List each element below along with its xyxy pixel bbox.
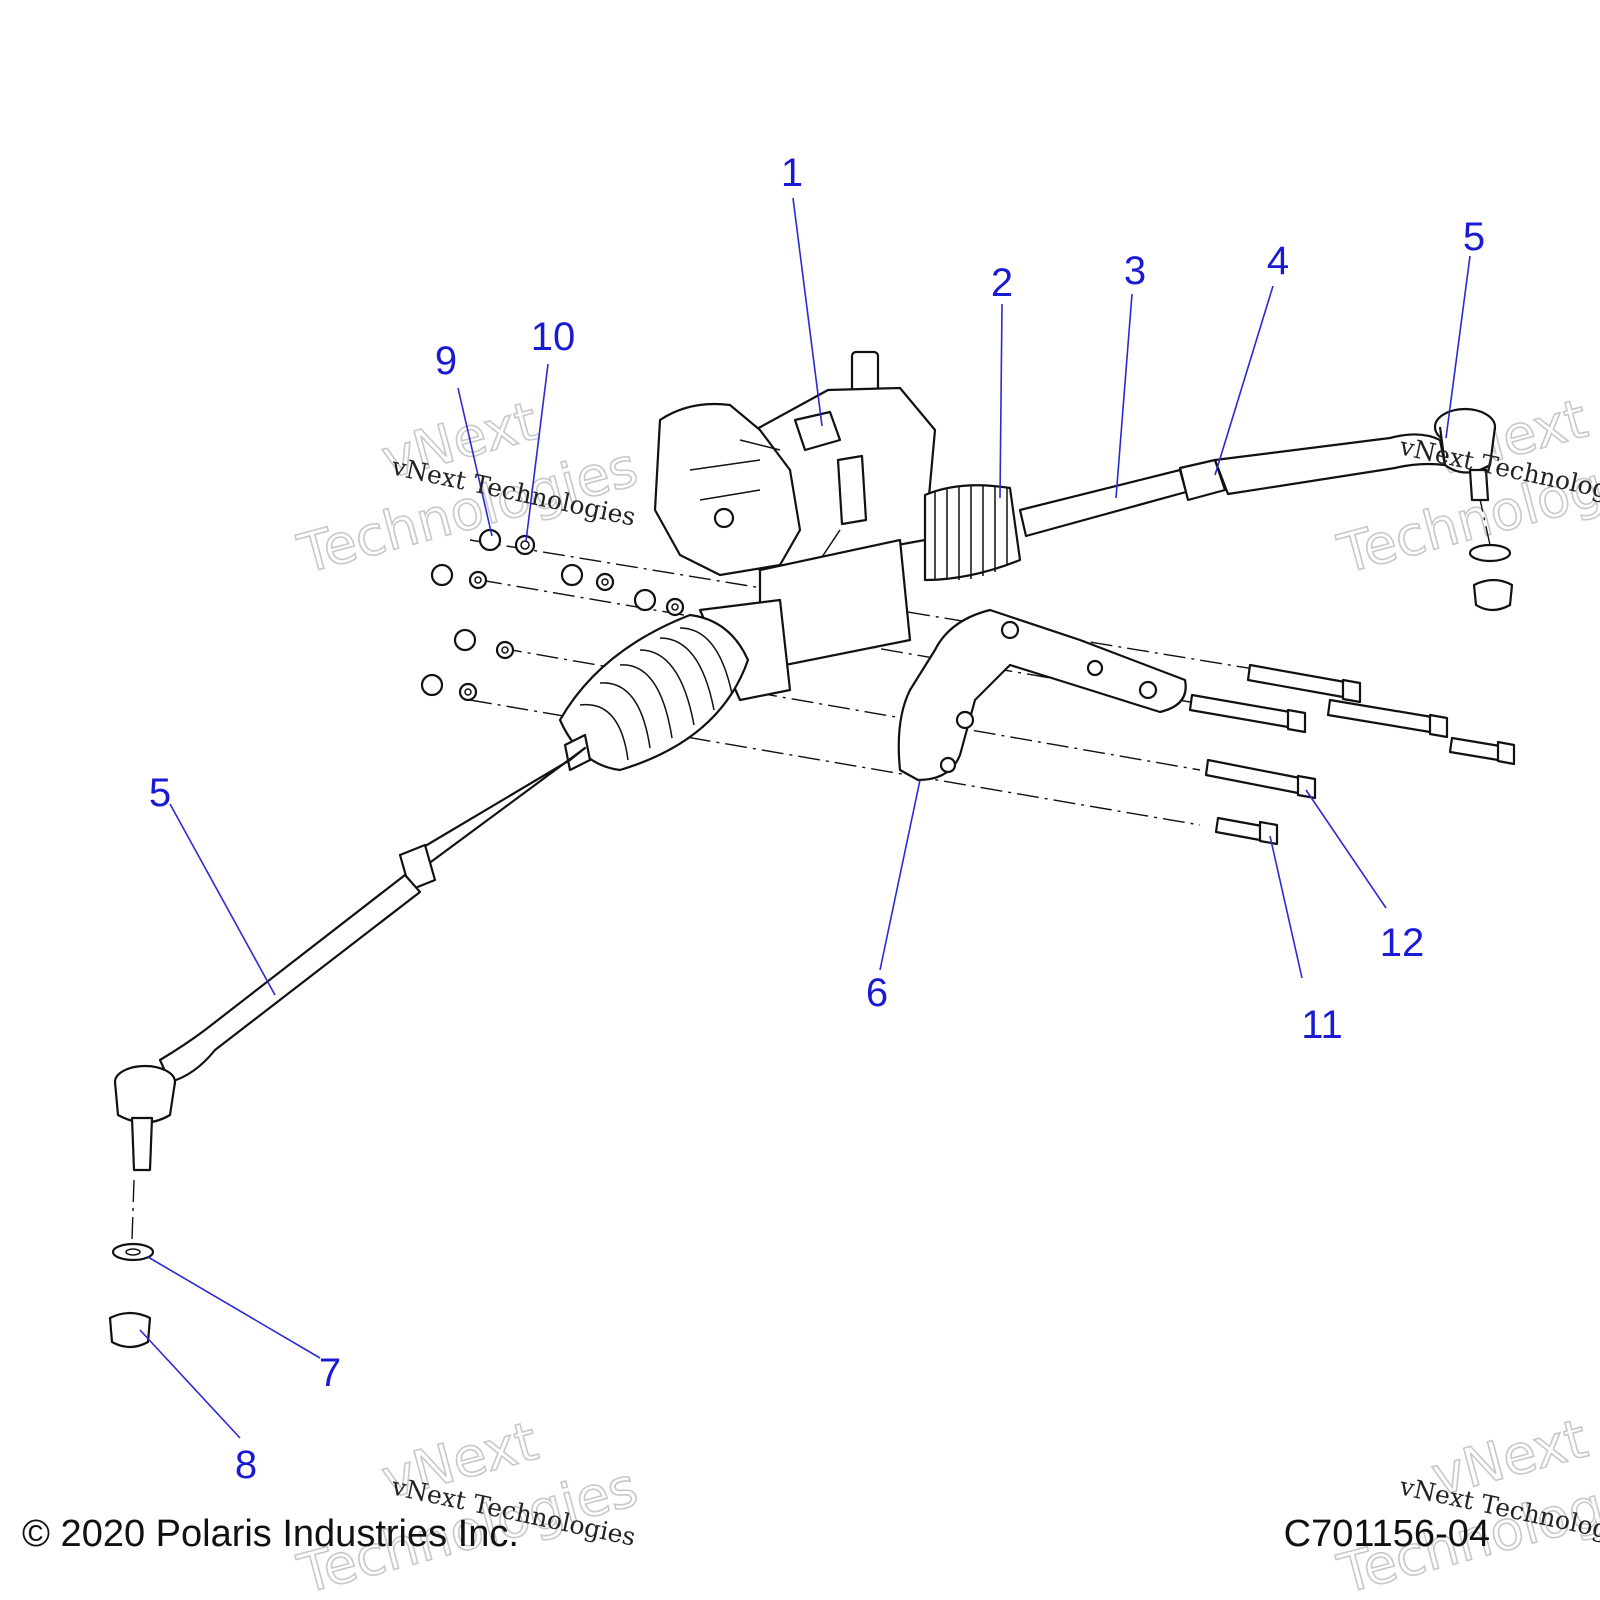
callout-5-right: 5 — [1463, 215, 1485, 259]
left-fasteners — [108, 1242, 155, 1349]
callout-5-left: 5 — [149, 771, 171, 815]
callout-10: 10 — [531, 315, 576, 359]
callout-6: 6 — [866, 971, 888, 1015]
callout-11: 11 — [1301, 1003, 1343, 1047]
right-washer — [1468, 543, 1512, 563]
copyright-text: © 2020 Polaris Industries Inc. — [22, 1513, 519, 1555]
callout-9: 9 — [435, 339, 457, 383]
bushings-and-washers — [420, 528, 685, 702]
right-boot — [923, 484, 1022, 582]
figure-code: C701156-04 — [1283, 1513, 1490, 1555]
mounting-bolts — [1188, 663, 1516, 846]
left-tie-rod — [113, 613, 750, 1172]
steering-gear-assembly — [653, 350, 1022, 702]
callout-12: 12 — [1380, 921, 1425, 965]
callout-2: 2 — [991, 261, 1013, 305]
callout-3: 3 — [1124, 249, 1146, 293]
callout-1: 1 — [781, 151, 803, 195]
callout-8: 8 — [235, 1443, 257, 1487]
callout-labels: 1 2 3 4 5 5 6 7 8 9 10 11 12 — [149, 151, 1485, 1487]
callout-4: 4 — [1267, 239, 1289, 283]
callout-7: 7 — [319, 1351, 341, 1395]
leader-lines — [139, 197, 1471, 1439]
left-boot — [558, 613, 750, 772]
right-tie-rod — [1018, 407, 1514, 612]
right-nut — [1472, 578, 1514, 612]
mounting-bracket — [897, 608, 1187, 782]
